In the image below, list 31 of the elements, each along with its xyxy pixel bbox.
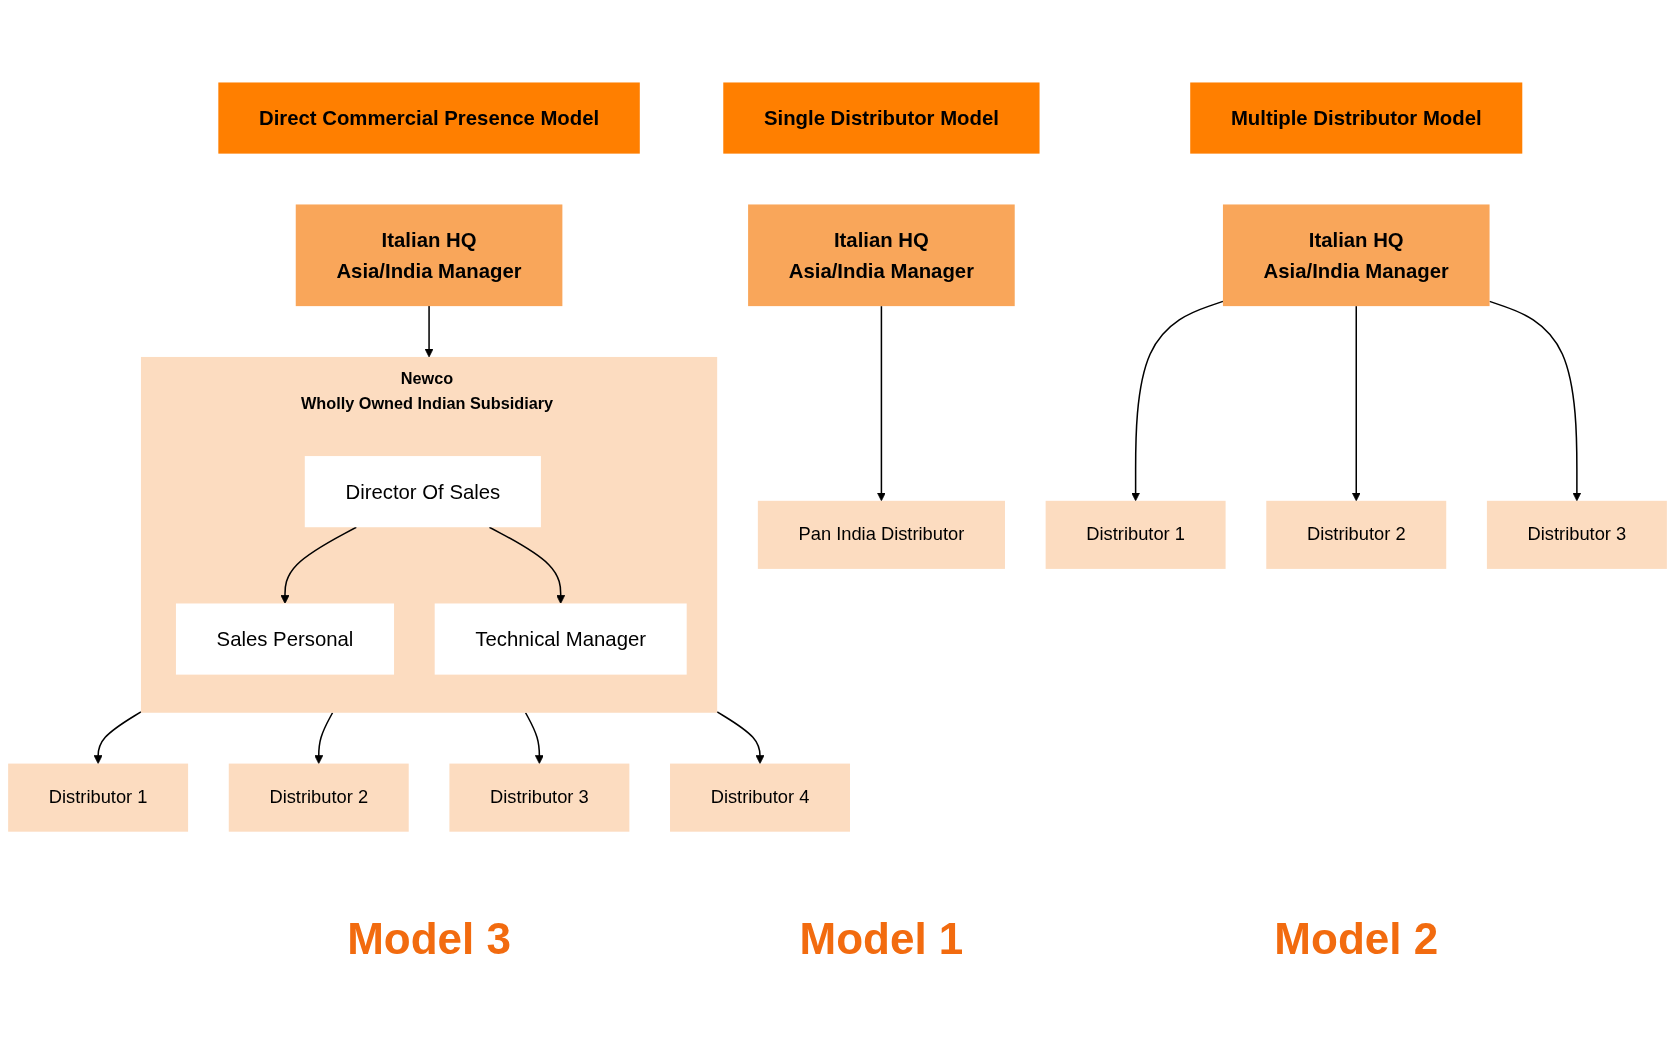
node-box: Direct Commercial Presence Model [218, 82, 640, 154]
arrow [716, 711, 765, 764]
arrow [93, 711, 142, 764]
arrow [314, 712, 334, 764]
node-box: Italian HQ Asia/India Manager [1222, 204, 1490, 307]
node-box: Multiple Distributor Model [1190, 82, 1523, 154]
node-box: Distributor 3 [1486, 500, 1667, 569]
node-box: Director Of Sales [304, 456, 541, 528]
node-box: Italian HQ Asia/India Manager [295, 204, 563, 307]
model-label: Model 1 [799, 914, 964, 965]
model-label: Model 2 [1274, 914, 1439, 965]
arrow [1488, 300, 1582, 502]
node-box: Distributor 3 [449, 763, 630, 832]
node-box: Single Distributor Model [723, 82, 1040, 154]
model-label: Model 3 [347, 914, 511, 965]
arrow [524, 712, 544, 764]
node-box: Technical Manager [434, 603, 687, 675]
arrow [424, 305, 434, 358]
arrow [876, 305, 886, 502]
arrow [1131, 300, 1224, 502]
node-box: Distributor 1 [1045, 500, 1226, 569]
node-box: Distributor 2 [228, 763, 409, 832]
node-box: Distributor 1 [8, 763, 189, 832]
node-box: Pan India Distributor [757, 500, 1005, 569]
arrow [280, 526, 358, 604]
arrow [488, 526, 566, 604]
node-box: Distributor 2 [1266, 500, 1447, 569]
node-box: Distributor 4 [670, 763, 850, 832]
node-box: Italian HQ Asia/India Manager [748, 204, 1015, 307]
arrow [1351, 305, 1361, 502]
node-box: Sales Personal [175, 603, 395, 675]
